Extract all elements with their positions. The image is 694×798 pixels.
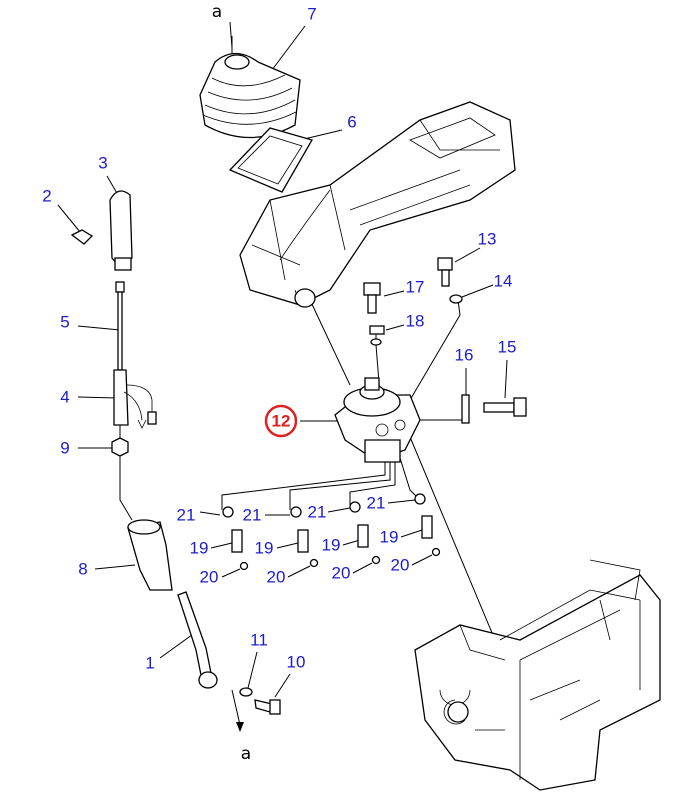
callout-16: 16	[455, 346, 474, 365]
part-15-bolt	[483, 397, 527, 417]
callout-10: 10	[287, 653, 306, 672]
part-11-washer	[239, 687, 253, 697]
callout-7: 7	[307, 5, 316, 24]
part-17-bolt	[363, 282, 381, 314]
callout-19: 19	[322, 536, 341, 555]
part-1-rod	[177, 591, 244, 732]
part-3-knob	[109, 190, 133, 271]
part-4-lever-base	[113, 369, 157, 429]
callout-21: 21	[177, 506, 196, 525]
callout-6: 6	[347, 113, 356, 132]
part-16-plate	[461, 394, 470, 424]
callout-19: 19	[255, 539, 274, 558]
ref-mark-a-bottom: a	[241, 744, 251, 764]
callout-2: 2	[42, 187, 51, 206]
part-10-bolt	[254, 699, 281, 715]
fittings	[222, 493, 441, 571]
callout-20: 20	[391, 556, 410, 575]
part-14-washer	[449, 294, 463, 304]
part-8-boot	[127, 519, 173, 591]
callout-5: 5	[60, 313, 69, 332]
highlight-ring	[264, 404, 298, 438]
callout-13: 13	[478, 230, 497, 249]
callout-9: 9	[60, 439, 69, 458]
callout-19: 19	[380, 528, 399, 547]
callout-12[interactable]: 12	[272, 412, 291, 431]
part-2-screw	[70, 229, 94, 245]
callout-18: 18	[406, 312, 425, 331]
leader-lines	[57, 21, 508, 698]
callout-1: 1	[145, 654, 154, 673]
part-9-nut	[111, 437, 129, 457]
frame-structure	[414, 559, 661, 791]
callout-21: 21	[308, 503, 327, 522]
callout-3: 3	[98, 154, 107, 173]
callout-21: 21	[367, 494, 386, 513]
part-12-valve-assembly	[334, 377, 421, 463]
callout-14: 14	[494, 272, 513, 291]
part-7-boot	[199, 52, 301, 139]
callout-4: 4	[60, 388, 69, 407]
part-13-bolt	[437, 257, 453, 287]
callout-17: 17	[406, 278, 425, 297]
console-cover	[239, 101, 516, 308]
callout-19: 19	[190, 539, 209, 558]
callout-8: 8	[78, 560, 87, 579]
callout-11: 11	[250, 631, 268, 650]
callout-20: 20	[200, 568, 219, 587]
part-6-plate	[228, 127, 313, 193]
callout-21: 21	[243, 506, 262, 525]
callout-labels: a a 7 6 3 2 5 4 9 8 1 11 10 13 14 17 18 …	[42, 2, 516, 764]
part-18-plate	[369, 325, 385, 346]
callout-15: 15	[498, 338, 517, 357]
callout-20: 20	[332, 564, 351, 583]
callout-20: 20	[267, 568, 286, 587]
part-5-lever	[115, 281, 125, 371]
ref-mark-a-top: a	[212, 2, 222, 22]
